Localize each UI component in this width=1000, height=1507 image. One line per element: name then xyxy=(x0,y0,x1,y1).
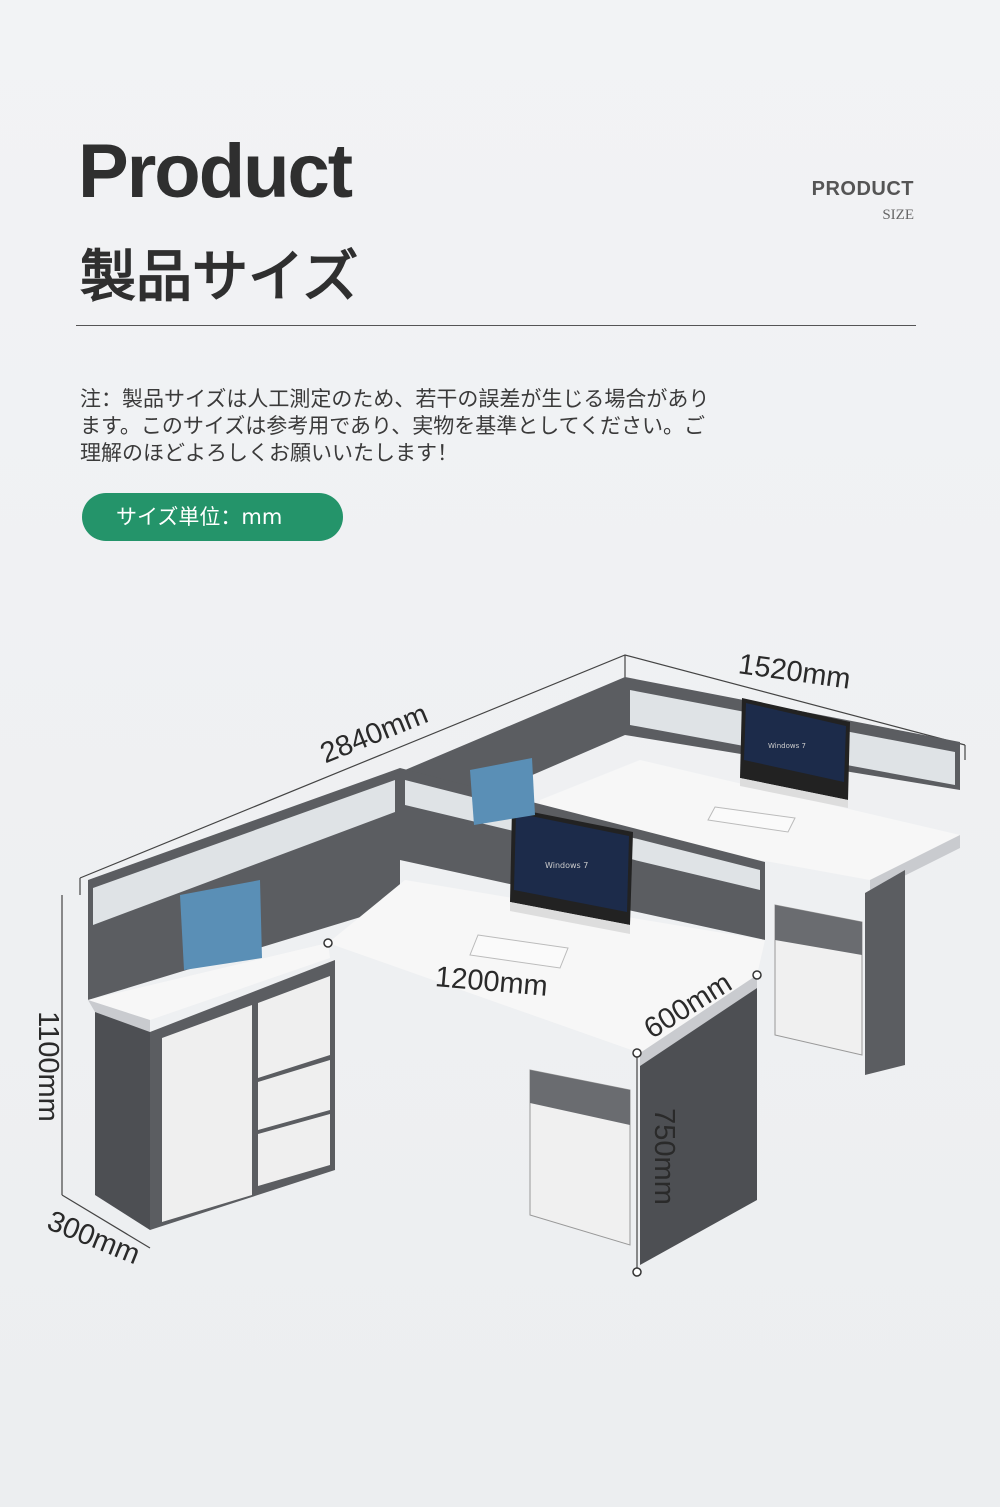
dim-desk-height: 750mm xyxy=(647,1108,680,1205)
section-label: PRODUCT SIZE xyxy=(812,178,914,224)
dimension-dots xyxy=(323,938,762,1277)
svg-text:Windows 7: Windows 7 xyxy=(768,742,806,750)
file-holder xyxy=(180,880,262,970)
size-note: 注：製品サイズは人工測定のため、若干の誤差が生じる場合があり ます。このサイズは… xyxy=(80,386,820,467)
note-line: ます。このサイズは参考用であり、実物を基準としてください。ご xyxy=(80,414,705,438)
cabinet xyxy=(95,960,335,1230)
dim-partition-height: 1100mm xyxy=(31,1011,64,1122)
page-title: Product xyxy=(78,129,353,214)
monitor-left: Windows 7 xyxy=(510,808,633,934)
keyboard xyxy=(707,806,796,833)
divider xyxy=(76,325,916,326)
unit-badge: サイズ単位：mm xyxy=(82,493,343,541)
section-label-bottom: SIZE xyxy=(882,207,914,223)
monitor-right: Windows 7 xyxy=(740,698,850,808)
svg-text:Windows 7: Windows 7 xyxy=(545,861,588,870)
workstation-illustration: Windows 7 Windows 7 xyxy=(61,654,966,1277)
section-label-top: PRODUCT xyxy=(811,178,914,200)
desk-leg xyxy=(640,988,757,1265)
keyboard xyxy=(469,934,569,969)
note-line: 注：製品サイズは人工測定のため、若干の誤差が生じる場合があり xyxy=(80,387,710,411)
file-holder xyxy=(470,758,535,825)
page-subtitle: 製品サイズ xyxy=(80,245,359,310)
note-line: 理解のほどよろしくお願いいたします！ xyxy=(80,441,458,465)
dimension-lines xyxy=(61,654,966,1272)
